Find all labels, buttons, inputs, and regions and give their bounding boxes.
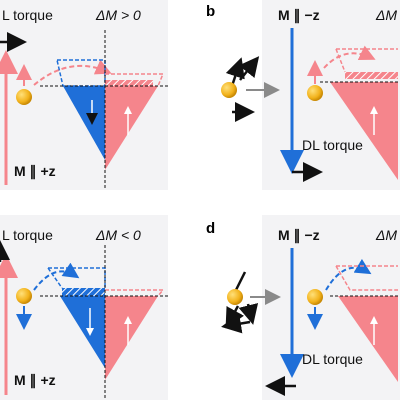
minority-dos-hatch: [62, 288, 105, 296]
electron-ball-icon: [16, 288, 32, 304]
majority-dos-triangle: [330, 82, 398, 180]
panel-a-delta: ΔM > 0: [95, 7, 141, 23]
panel-b-torque: DL torque: [302, 137, 363, 153]
spin-rot-1-icon: [234, 271, 247, 291]
down-arrowhead-icon: [86, 328, 94, 336]
majority-dos-dashed: [105, 289, 165, 297]
majority-dos-triangle: [105, 296, 158, 380]
panel-b-delta: ΔM: [375, 7, 397, 23]
spin-rot-2-icon: [225, 305, 245, 329]
panel-d-torque: DL torque: [302, 351, 363, 367]
majority-dos-triangle: [338, 296, 398, 382]
panel-d: d M ∥ −z ΔM DL torque: [206, 215, 400, 400]
spin-rot-4-icon: [238, 303, 259, 325]
up-arrowhead-icon: [370, 316, 378, 324]
transfer-path-icon: [33, 262, 80, 291]
panel-d-magnetization: M ∥ −z: [278, 227, 320, 244]
panel-c: L torque ΔM < 0 M ∥ +z: [0, 215, 168, 400]
panel-a-magnetization: M ∥ +z: [14, 163, 56, 180]
majority-dos-hatch: [105, 80, 153, 86]
up-arrowhead-icon: [124, 316, 132, 324]
panel-b-letter: b: [206, 3, 215, 20]
panel-b-magnetization: M ∥ −z: [278, 7, 320, 24]
panel-a: L torque ΔM > 0 M ∥ +z: [0, 0, 168, 190]
minority-dos-triangle: [63, 86, 105, 160]
electron-ball-icon: [307, 289, 323, 305]
panel-b: b M ∥ −z ΔM DL torque: [206, 0, 400, 190]
electron-ball-icon: [307, 85, 323, 101]
transfer-path-icon: [33, 59, 112, 86]
minority-dos-triangle: [60, 296, 105, 368]
majority-dos-dashed: [335, 265, 398, 291]
electron-ball-icon: [227, 289, 243, 305]
panel-d-delta: ΔM: [375, 227, 397, 243]
up-arrowhead-icon: [124, 106, 132, 114]
majority-dos-dashed: [105, 73, 165, 87]
majority-dos-dashed: [335, 48, 398, 73]
transfer-path-icon: [323, 45, 376, 69]
up-arrowhead-icon: [370, 106, 378, 114]
panel-c-delta: ΔM < 0: [95, 227, 141, 243]
electron-ball-icon: [221, 82, 237, 98]
spin-rot-2-icon: [238, 56, 260, 81]
panel-d-letter: d: [206, 220, 215, 237]
panel-c-title: L torque: [2, 227, 53, 243]
majority-dos-hatch: [345, 72, 398, 79]
panel-a-title: L torque: [2, 7, 53, 23]
panel-c-magnetization: M ∥ +z: [14, 372, 56, 389]
electron-ball-icon: [16, 89, 32, 105]
majority-dos-triangle: [105, 86, 158, 170]
